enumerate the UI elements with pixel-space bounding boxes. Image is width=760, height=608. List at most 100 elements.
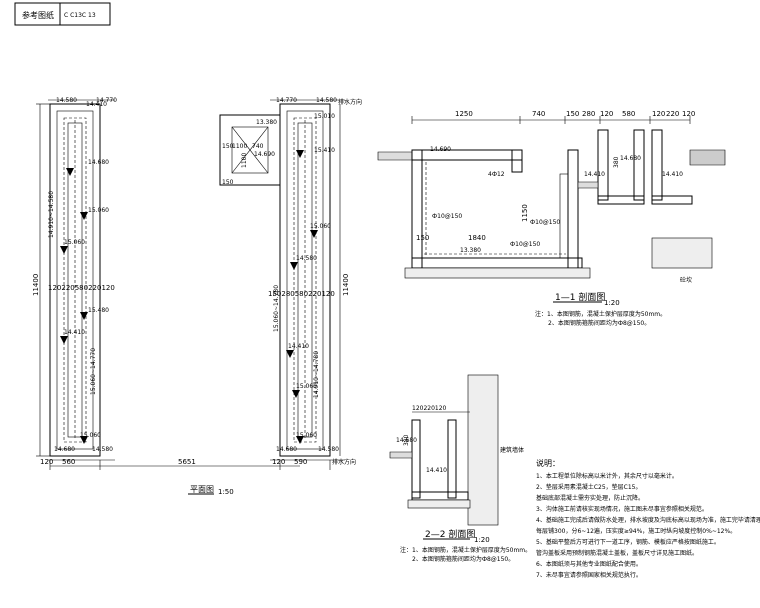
elev-right-bottom-c: 14.580 — [318, 446, 339, 453]
elev-right-5: 15.060 — [296, 383, 317, 390]
reference-title-block: 参考图纸 C C13C 13 — [14, 2, 111, 26]
elev-left-top-a: 14.580 — [56, 97, 77, 104]
plan-right-slope-a: 15.060~14.780 — [273, 285, 280, 332]
s11-dim-580: 580 — [622, 110, 635, 118]
ref-label: 参考图纸 — [22, 10, 54, 20]
s11-rebar-3: Ф10@150 — [530, 219, 560, 226]
plan-arrow-note-top: 排水方向 — [338, 98, 362, 106]
plan-scale: 1:50 — [218, 488, 234, 496]
elev-left-5: 15.480 — [88, 307, 109, 314]
s11-note-2: 2、本图钢筋箍筋间距均为Ф8@150。 — [548, 319, 650, 327]
spec-title: 说明： — [536, 458, 560, 468]
s11-dim-120a: 120 — [600, 110, 613, 118]
s11-rebar-2: Ф10@150 — [432, 213, 462, 220]
spec-item-6: 每层铺300，分6~12遍，压实度≥94%，施工时纵向坡度控制0%~12%。 — [536, 527, 736, 535]
s11-dim-1840: 1840 — [468, 234, 486, 242]
s11-dim-120c: 120 — [682, 110, 695, 118]
elev-right-2: 15.060 — [310, 223, 331, 230]
elev-left-top-b: 14.410 — [86, 101, 107, 108]
spec-item-5: 4、基础施工完成后请做防水处理，排水坡度及沟底标高以现场为准，施工完毕请清理现场… — [536, 516, 760, 524]
s22-dim-380: 380 — [403, 434, 410, 446]
plan-right-length: 11400 — [342, 274, 350, 296]
s22-scale: 1:20 — [474, 536, 490, 544]
elev-left-1: 14.680 — [88, 159, 109, 166]
plan-dim-br-a: 120 — [272, 458, 285, 466]
s11-dim-150: 150 — [566, 110, 579, 118]
box-dim-e: 1100 — [241, 153, 248, 168]
s22-note-1: 注：1、本图钢筋，混凝土保护层厚度为50mm。 — [400, 546, 531, 554]
box-elev-a: 13.380 — [256, 119, 277, 126]
plan-dim-br-b: 590 — [294, 458, 307, 466]
plan-total-length: 11400 — [32, 274, 40, 296]
spec-item-10: 7、未尽事宜请参照国家相关规范执行。 — [536, 571, 642, 579]
plan-bottom-dims — [49, 460, 331, 470]
elev-left-bottom-a: 14.680 — [54, 446, 75, 453]
box-dim-a: 150 — [222, 143, 234, 150]
ref-code: C C13C 13 — [64, 12, 96, 19]
plan-dim-bl-b: 560 — [62, 458, 75, 466]
s11-note-1: 注：1、本图钢筋，混凝土保护层厚度为50mm。 — [535, 310, 666, 318]
s22-elev-14410: 14.410 — [426, 467, 447, 474]
s11-dim-740: 740 — [532, 110, 545, 118]
section-11-drawing — [377, 116, 726, 279]
s11-rebar-4: Ф10@150 — [510, 241, 540, 248]
elev-left-bottom-c: 14.580 — [92, 446, 113, 453]
s22-title: 2—2 剖面图 — [425, 528, 475, 540]
s22-note-2: 2、本图钢筋箍筋间距均为Ф8@150。 — [412, 555, 514, 563]
plan-dim-bl-a: 120 — [40, 458, 53, 466]
plan-right-slope-b: 14.910~14.780 — [313, 351, 320, 398]
s11-dim-280: 280 — [582, 110, 595, 118]
box-dim-b: 1100 — [232, 143, 247, 150]
elev-left-3: 15.060 — [64, 239, 85, 246]
plan-right-channel — [270, 99, 345, 461]
elev-right-1: 15.410 — [314, 147, 335, 154]
plan-right-stack: 150280580220120 — [268, 290, 335, 298]
s11-dim-380: 380 — [613, 156, 620, 168]
plan-dim-mid: 5651 — [178, 458, 196, 466]
box-elev-b: 14.690 — [254, 151, 275, 158]
s22-elev-14680: 14.680 — [396, 437, 417, 444]
s11-scale: 1:20 — [604, 299, 620, 307]
plan-left-lower-slope: 15.060~14.770 — [90, 348, 97, 395]
section-22-drawing — [389, 374, 499, 526]
s11-dim-1250: 1250 — [455, 110, 473, 118]
spec-item-3: 基础底部混凝土需夯实处理，防止沉降。 — [536, 494, 644, 502]
s11-dim-120b: 120 — [652, 110, 665, 118]
spec-notes: 说明： 1、本工程单位除标高以米计外，其余尺寸以毫米计。 2、垫层采用素混凝土C… — [536, 458, 760, 579]
spec-item-4: 3、沟体施工前请核实现场情况，施工图未尽事宜参照相关规范。 — [536, 505, 708, 513]
plan-left-stack: 120220580220120 — [48, 284, 115, 292]
spec-item-8: 管沟盖板采用预制钢筋混凝土盖板，盖板尺寸详见施工图纸。 — [536, 549, 698, 557]
box-dim-d: 150 — [222, 179, 234, 186]
plan-left-arrows — [60, 168, 88, 444]
s11-rebar-1: 4Ф12 — [488, 171, 505, 178]
spec-item-7: 5、基础平整后方可进行下一道工序，钢筋、模板应严格按图纸施工。 — [536, 538, 720, 546]
elev-right-bottom-a: 14.680 — [276, 446, 297, 453]
elev-right-top-a: 14.770 — [276, 97, 297, 104]
elev-left-top-c: 14.770 — [96, 97, 117, 104]
box-dim-c: 740 — [252, 143, 264, 150]
s11-elev-13380: 13.380 — [460, 247, 481, 254]
s11-elev-14680: 14.680 — [620, 155, 641, 162]
plan-left-channel — [36, 99, 115, 461]
s11-elev-14410b: 14.410 — [662, 171, 683, 178]
s22-dim-top: 120220120 — [412, 405, 447, 412]
elev-right-top-c: 15.010 — [314, 113, 335, 120]
elev-left-bottom-b: 15.060 — [80, 432, 101, 439]
spec-item-1: 1、本工程单位除标高以米计外，其余尺寸以毫米计。 — [536, 472, 678, 480]
elev-left-4: 14.410 — [64, 329, 85, 336]
plan-arrow-note-bottom: 排水方向 — [332, 458, 356, 466]
s11-title: 1—1 剖面图 — [555, 291, 605, 303]
s11-dim-150b: 150 — [416, 234, 429, 242]
s22-wall: 建筑墙体 — [500, 446, 524, 454]
elev-right-4: 14.410 — [288, 343, 309, 350]
spec-item-2: 2、垫层采用素混凝土C25，垫层C15。 — [536, 483, 641, 491]
plan-left-slope: 14.910~14.580 — [48, 191, 55, 238]
plan-inlet-box — [219, 114, 281, 186]
spec-item-9: 6、本图纸须与其他专业图纸配合使用。 — [536, 560, 642, 568]
elev-right-top-b: 14.580 — [316, 97, 337, 104]
s11-elev-14690: 14.690 — [430, 146, 451, 153]
plan-title: 平面图 — [190, 485, 214, 494]
elev-right-3: 14.580 — [296, 255, 317, 262]
plan-right-arrows — [286, 150, 318, 444]
